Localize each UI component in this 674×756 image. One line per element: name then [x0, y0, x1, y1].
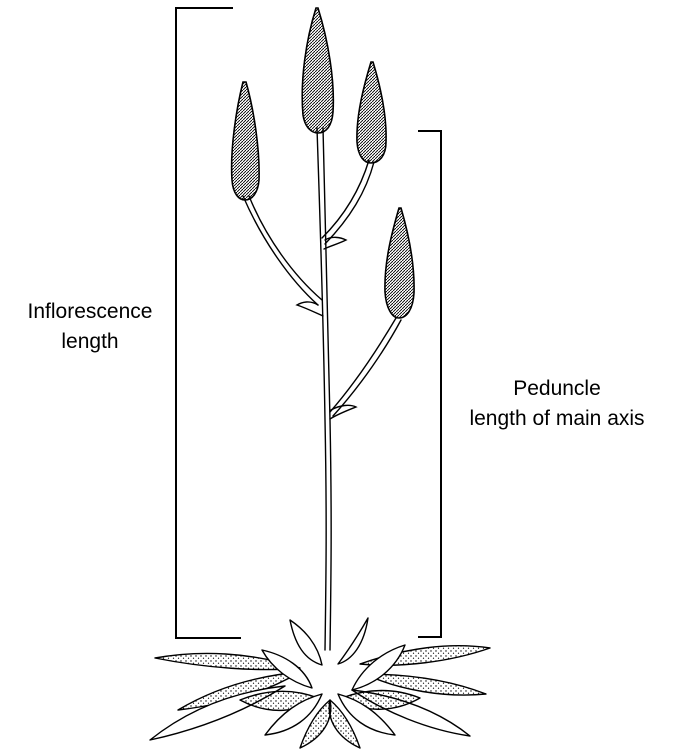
flower-spike-lower-right [385, 208, 414, 318]
peduncle-bracket [418, 131, 441, 637]
peduncle-label-line1: Peduncle [444, 374, 670, 404]
plant-stems [243, 128, 401, 650]
inflorescence-label-line2: length [4, 327, 176, 357]
peduncle-label-line2: length of main axis [444, 404, 670, 434]
flower-spike-left [232, 82, 259, 200]
inflorescence-length-label: Inflorescence length [4, 297, 176, 357]
flower-spike-upper-right [357, 62, 386, 163]
flower-spike-top [302, 8, 333, 133]
inflorescence-label-line1: Inflorescence [4, 297, 176, 327]
inflorescence-bracket [176, 8, 241, 638]
peduncle-length-label: Peduncle length of main axis [444, 374, 670, 434]
